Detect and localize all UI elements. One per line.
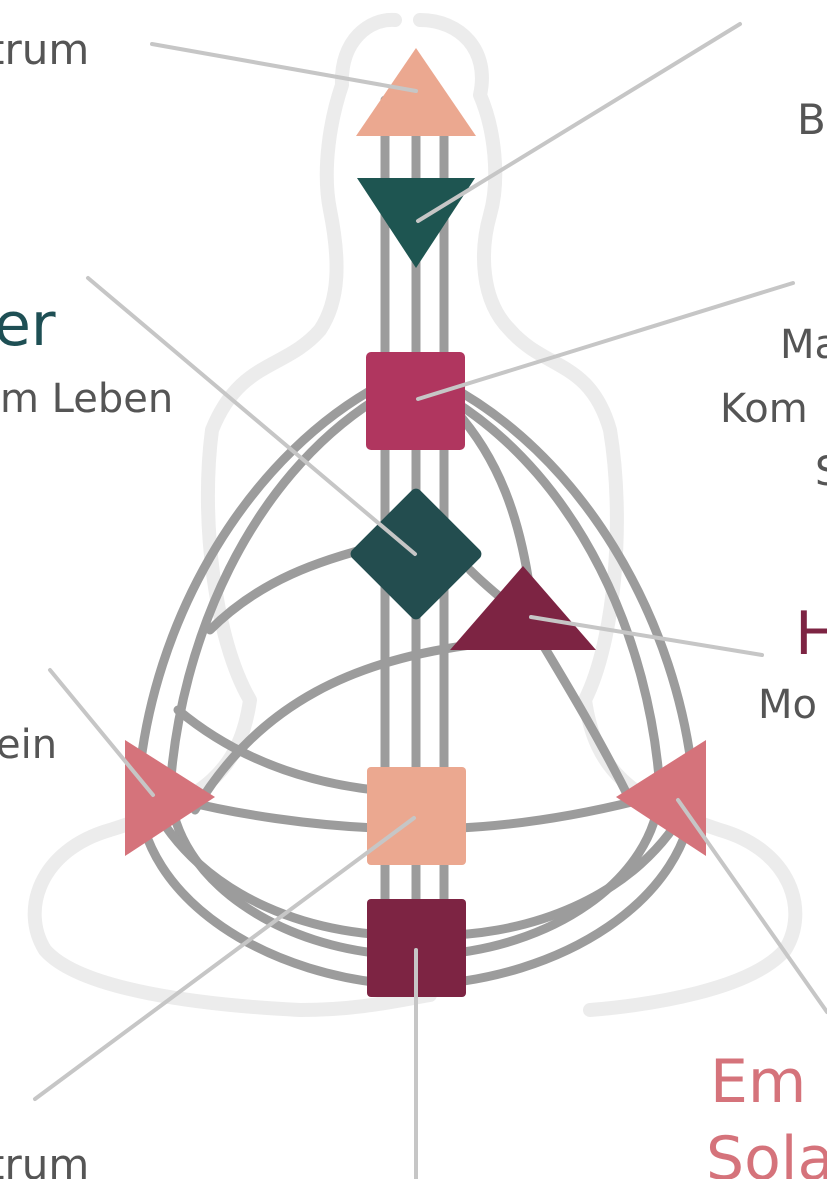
throat-label-line-3: S xyxy=(815,449,827,495)
sacral-label-partial: trum xyxy=(0,1140,89,1179)
throat-center xyxy=(366,352,465,450)
solar-plexus-subtitle-partial: Sola xyxy=(706,1124,827,1179)
sacral-center xyxy=(367,767,466,865)
ajna-center xyxy=(357,178,475,268)
heart-center xyxy=(450,566,596,650)
solar-plexus-title-partial: Em xyxy=(710,1047,806,1117)
heart-title-partial: H xyxy=(795,599,827,669)
throat-label-line-1: Ma xyxy=(780,322,827,368)
heart-subtitle-partial: Mo xyxy=(758,682,817,728)
g-center-subtitle-partial: m Leben xyxy=(0,376,173,422)
head-label-partial: trum xyxy=(0,25,89,74)
ajna-label-partial: B xyxy=(797,95,826,144)
spleen-label-partial: ein xyxy=(0,722,57,768)
g-center-title-partial: er xyxy=(0,290,56,360)
throat-label-line-2: Kom xyxy=(720,386,808,432)
